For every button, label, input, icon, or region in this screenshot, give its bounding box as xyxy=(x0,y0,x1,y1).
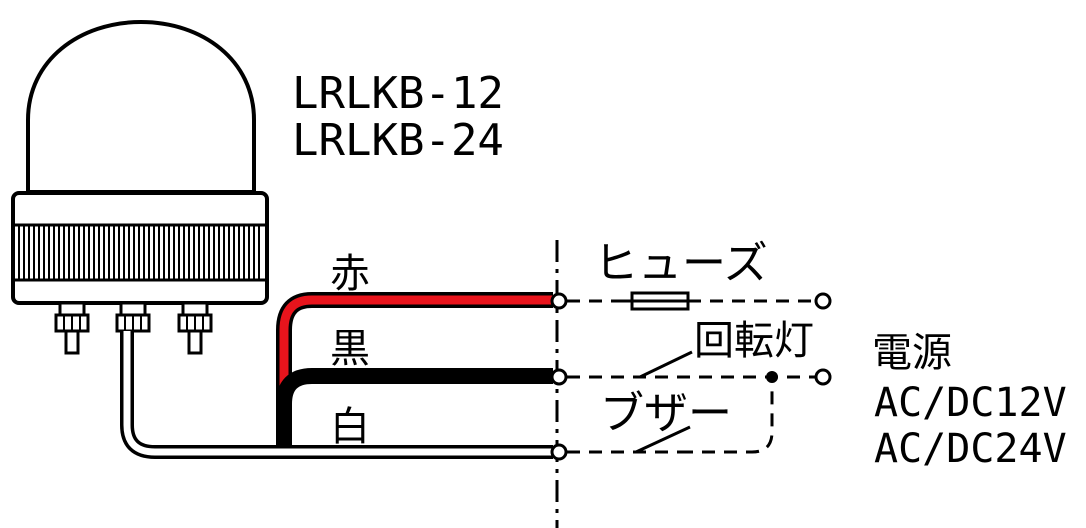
leader-buzzer xyxy=(635,425,691,454)
buzzer-label: ブザー xyxy=(600,388,732,439)
terminal-right xyxy=(177,301,213,355)
lamp-base xyxy=(11,191,269,305)
model-label-1: LRLKB-12 xyxy=(292,68,504,119)
fuse-label: ヒューズ xyxy=(594,238,768,289)
terminal-left xyxy=(54,301,90,355)
cable-black xyxy=(276,368,553,445)
leader-rotating-light xyxy=(639,350,693,379)
node-red xyxy=(550,292,568,310)
power-terminal-top xyxy=(814,292,832,310)
rotating-light-label: 回転灯 xyxy=(694,318,814,364)
node-white xyxy=(550,443,568,461)
node-black xyxy=(550,368,568,386)
terminal-center xyxy=(115,301,151,333)
lamp-dome xyxy=(26,19,256,194)
voltage-label-2: AC/DC24V xyxy=(874,426,1067,472)
junction-dot xyxy=(766,371,778,383)
dashed-buzzer-return xyxy=(680,377,774,454)
model-label-2: LRLKB-24 xyxy=(292,115,504,166)
power-label: 電源 xyxy=(872,330,952,376)
voltage-label-1: AC/DC12V xyxy=(874,380,1067,426)
wire-label-white: 白 xyxy=(330,404,370,450)
wire-label-black: 黒 xyxy=(330,326,370,372)
power-terminal-bottom xyxy=(814,368,832,386)
wire-label-red: 赤 xyxy=(330,251,370,297)
